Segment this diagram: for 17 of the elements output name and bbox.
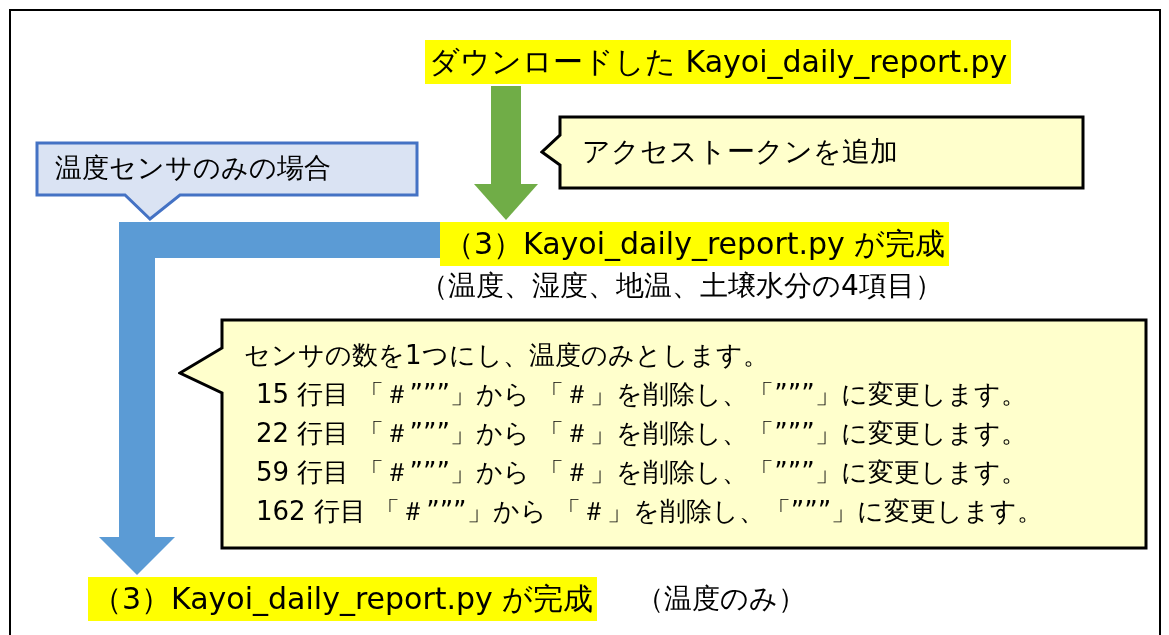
- side-note: （温度のみ）: [636, 581, 806, 617]
- instruction-line: 59 行目 「＃”””」から 「＃」を削除し、「”””」に変更します。: [255, 456, 1028, 489]
- callout-text: アクセストークンを追加: [582, 134, 898, 170]
- instruction-line: 22 行目 「＃”””」から 「＃」を削除し、「”””」に変更します。: [255, 417, 1028, 450]
- callout-box: [178, 318, 1148, 550]
- highlighted-text: （3）Kayoi_daily_report.py が完成: [88, 577, 598, 621]
- callout-text: 温度センサのみの場合: [55, 151, 331, 185]
- highlighted-text: （3）Kayoi_daily_report.py が完成: [440, 222, 950, 266]
- block-arrow: [474, 86, 538, 220]
- callout-text: センサの数を1つにし、温度のみとします。: [244, 339, 770, 372]
- callout-box: [540, 115, 1085, 190]
- callout-box: [35, 141, 419, 221]
- highlighted-text: ダウンロードした Kayoi_daily_report.py: [425, 40, 1012, 84]
- block-arrow: [99, 222, 440, 575]
- instruction-line: 162 行目 「＃”””」から 「＃」を削除し、「”””」に変更します。: [255, 495, 1044, 528]
- instruction-line: 15 行目 「＃”””」から 「＃」を削除し、「”””」に変更します。: [255, 378, 1028, 411]
- side-note: （温度、湿度、地温、土壌水分の4項目）: [420, 268, 943, 304]
